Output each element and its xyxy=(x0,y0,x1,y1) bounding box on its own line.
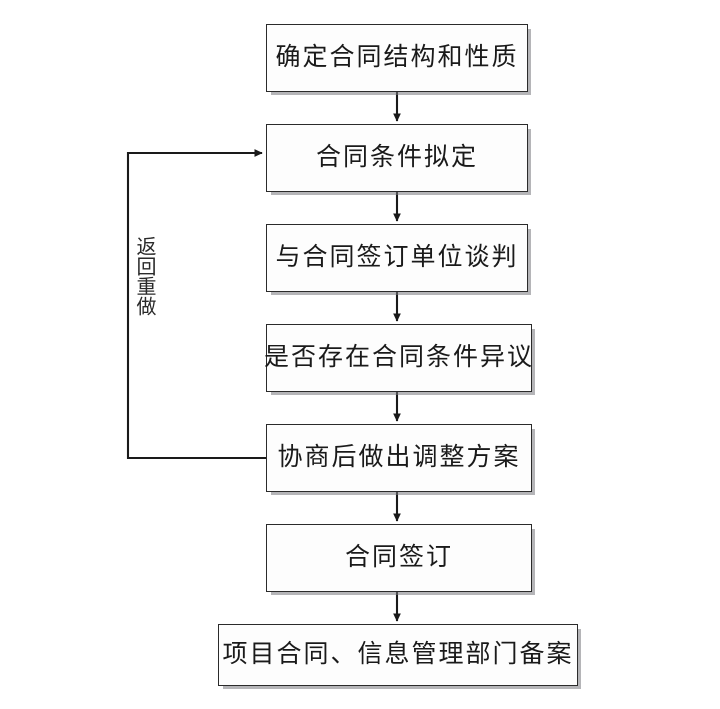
feedback-loop-label: 返回重做 xyxy=(133,236,155,316)
decision-box-terms-objection[interactable]: 是否存在合同条件异议 xyxy=(264,324,535,392)
process-box-label: 合同签订 xyxy=(344,544,453,572)
process-box-label: 与合同签订单位谈判 xyxy=(275,244,519,272)
process-box-adjustment-plan-after-negotiation[interactable]: 协商后做出调整方案 xyxy=(266,424,532,492)
process-box-label: 合同条件拟定 xyxy=(315,144,478,172)
process-box-negotiate-with-signing-party[interactable]: 与合同签订单位谈判 xyxy=(266,224,528,292)
process-box-determine-contract-structure[interactable]: 确定合同结构和性质 xyxy=(266,24,528,92)
process-box-file-with-contract-and-info-dept[interactable]: 项目合同、信息管理部门备案 xyxy=(218,624,578,686)
process-box-label: 确定合同结构和性质 xyxy=(275,44,519,72)
process-box-label: 项目合同、信息管理部门备案 xyxy=(222,641,574,669)
process-box-label: 协商后做出调整方案 xyxy=(277,444,521,472)
decision-box-label: 是否存在合同条件异议 xyxy=(264,344,535,372)
process-box-draft-contract-terms[interactable]: 合同条件拟定 xyxy=(266,124,528,192)
process-box-sign-contract[interactable]: 合同签订 xyxy=(266,524,532,592)
